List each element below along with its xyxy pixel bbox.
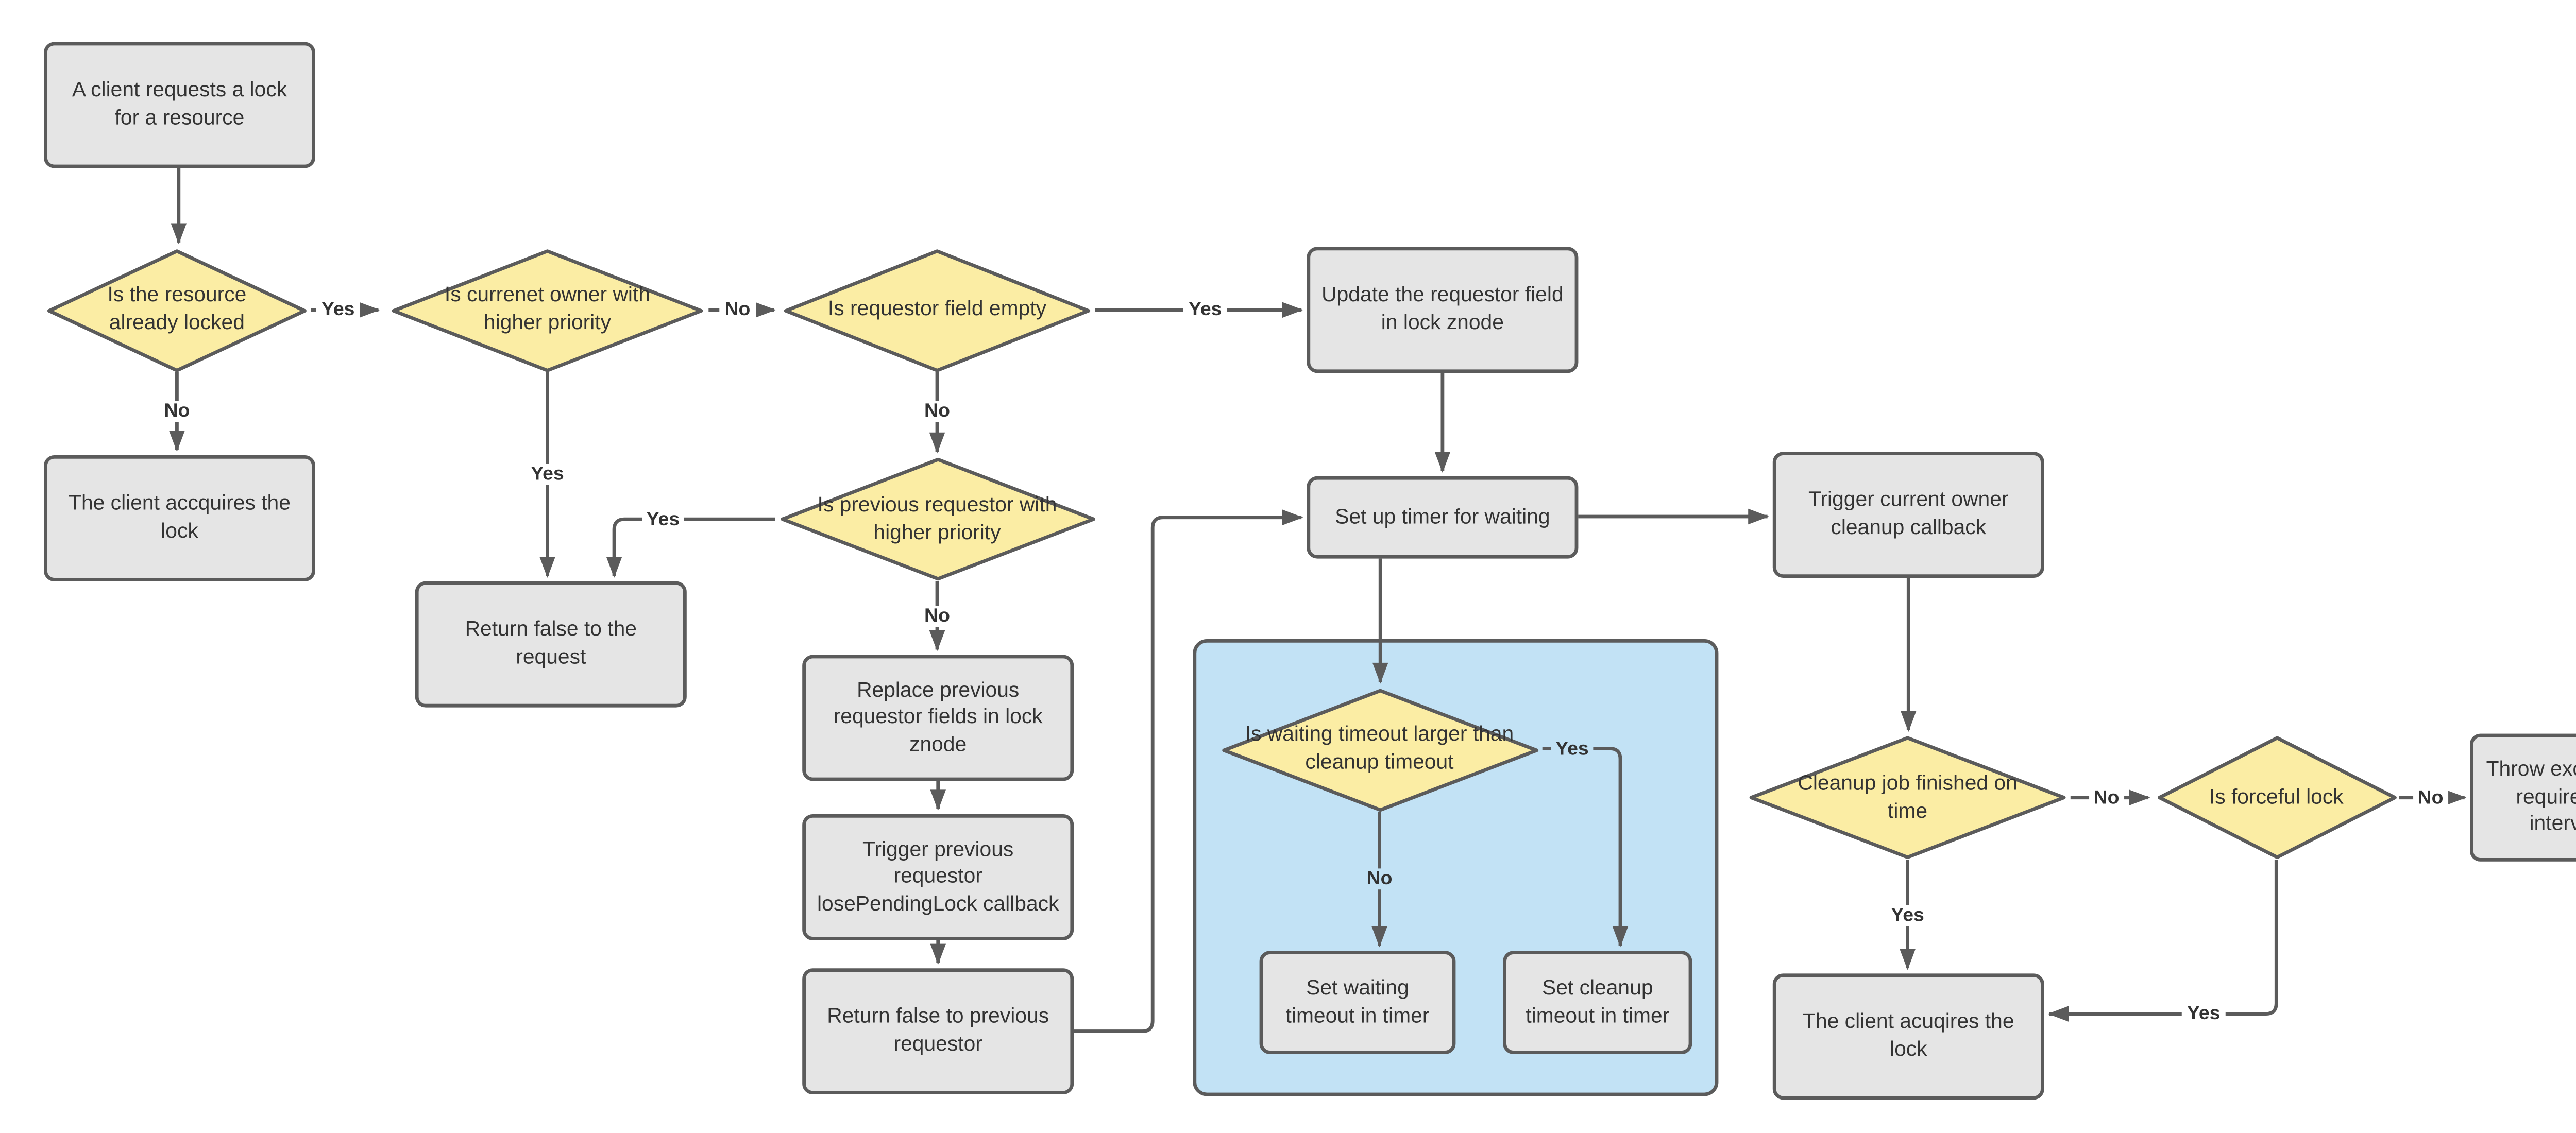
edge-label-current-owner-no: No [719,299,756,321]
node-label-is-previous-requestor-higher-priority: Is previous requestor with higher priori… [817,492,1057,544]
node-is-current-owner-higher-priority: Is currenet owner with higher priority [387,248,707,372]
edge-return-false-to-setup-timer [1074,509,1303,1033]
edge-label-resource-locked-no: No [159,401,195,422]
edge-previous-requestor-yes [606,517,775,578]
node-label-set-waiting-timeout: Set waiting timeout in timer [1285,975,1430,1027]
node-is-waiting-timeout-larger: Is waiting timeout larger than cleanup t… [1216,688,1542,812]
diamond-shape-icon [1744,735,2070,860]
node-label-trigger-previous-requestor-callback: Trigger previous requestor losePendingLo… [817,836,1059,916]
node-label-setup-timer: Set up timer for waiting [1335,504,1550,528]
node-label-request-lock: A client requests a lock for a resource [72,77,287,130]
diamond-shape-icon [387,248,707,372]
node-label-is-forceful-lock: Is forceful lock [2209,784,2344,809]
edge-label-previous-requestor-no: No [919,606,956,627]
edge-label-forceful-no: No [2412,787,2449,809]
edge-forceful-yes [2047,860,2278,1022]
node-set-cleanup-timeout: Set cleanup timeout in timer [1503,951,1692,1054]
edge-label-forceful-yes: Yes [2181,1003,2226,1024]
node-is-requestor-field-empty: Is requestor field empty [779,248,1095,372]
node-label-return-false-previous-requestor: Return false to previous requestor [827,1004,1049,1056]
node-return-false-request: Return false to the request [415,581,687,708]
node-trigger-owner-cleanup: Trigger current owner cleanup callback [1772,452,2044,578]
node-label-set-cleanup-timeout: Set cleanup timeout in timer [1526,975,1670,1027]
diamond-shape-icon [44,248,310,372]
edge-label-requestor-empty-yes: Yes [1183,299,1227,321]
edge-label-current-owner-yes: Yes [526,464,569,485]
node-set-waiting-timeout: Set waiting timeout in timer [1259,951,1456,1054]
node-label-trigger-owner-cleanup: Trigger current owner cleanup callback [1808,487,2009,540]
edge-waiting-timeout-yes [1542,747,1629,948]
node-throw-exception: Throw exception and require human interv… [2470,733,2576,862]
node-replace-previous-requestor-fields: Replace previous requestor fields in loc… [802,655,1074,781]
node-label-return-false-request: Return false to the request [465,617,637,669]
diamond-shape-icon [2154,735,2399,860]
node-update-requestor-field: Update the requestor field in lock znode [1307,247,1579,373]
edge-label-resource-locked-yes: Yes [316,299,360,321]
node-label-is-waiting-timeout-larger: Is waiting timeout larger than cleanup t… [1245,722,1514,774]
node-label-client-acuqires-lock: The client acuqires the lock [1803,1009,2014,1061]
edge-label-previous-requestor-yes: Yes [641,508,685,530]
node-label-is-current-owner-higher-priority: Is currenet owner with higher priority [444,282,651,335]
diamond-shape-icon [775,457,1099,581]
node-label-is-resource-locked: Is the resource already locked [107,282,247,335]
node-label-throw-exception: Throw exception and require human interv… [2486,757,2576,836]
diamond-shape-icon [1216,688,1542,812]
edge-label-waiting-timeout-yes: Yes [1550,738,1594,759]
node-label-update-requestor-field: Update the requestor field in lock znode [1321,282,1564,335]
node-label-cleanup-finished-on-time: Cleanup job finished on time [1798,770,2018,822]
edge-label-waiting-timeout-no: No [1361,868,1398,890]
node-label-replace-previous-requestor-fields: Replace previous requestor fields in loc… [833,677,1043,757]
node-client-acuqires-lock: The client acuqires the lock [1772,973,2044,1100]
edge-label-cleanup-on-time-yes: Yes [1886,904,1930,925]
edge-label-cleanup-on-time-no: No [2088,787,2125,809]
node-is-previous-requestor-higher-priority: Is previous requestor with higher priori… [775,457,1099,581]
node-label-client-accquires-lock: The client accquires the lock [69,491,291,543]
node-return-false-previous-requestor: Return false to previous requestor [802,968,1074,1094]
node-cleanup-finished-on-time: Cleanup job finished on time [1744,735,2070,860]
node-label-is-requestor-field-empty: Is requestor field empty [827,296,1047,321]
node-trigger-previous-requestor-callback: Trigger previous requestor losePendingLo… [802,814,1074,940]
node-is-forceful-lock: Is forceful lock [2154,735,2399,860]
node-is-resource-locked: Is the resource already locked [44,248,310,372]
edge-label-requestor-empty-no: No [919,401,956,422]
node-setup-timer: Set up timer for waiting [1307,476,1579,559]
diamond-shape-icon [779,248,1095,372]
node-client-accquires-lock: The client accquires the lock [44,455,315,581]
node-request-lock: A client requests a lock for a resource [44,42,315,168]
